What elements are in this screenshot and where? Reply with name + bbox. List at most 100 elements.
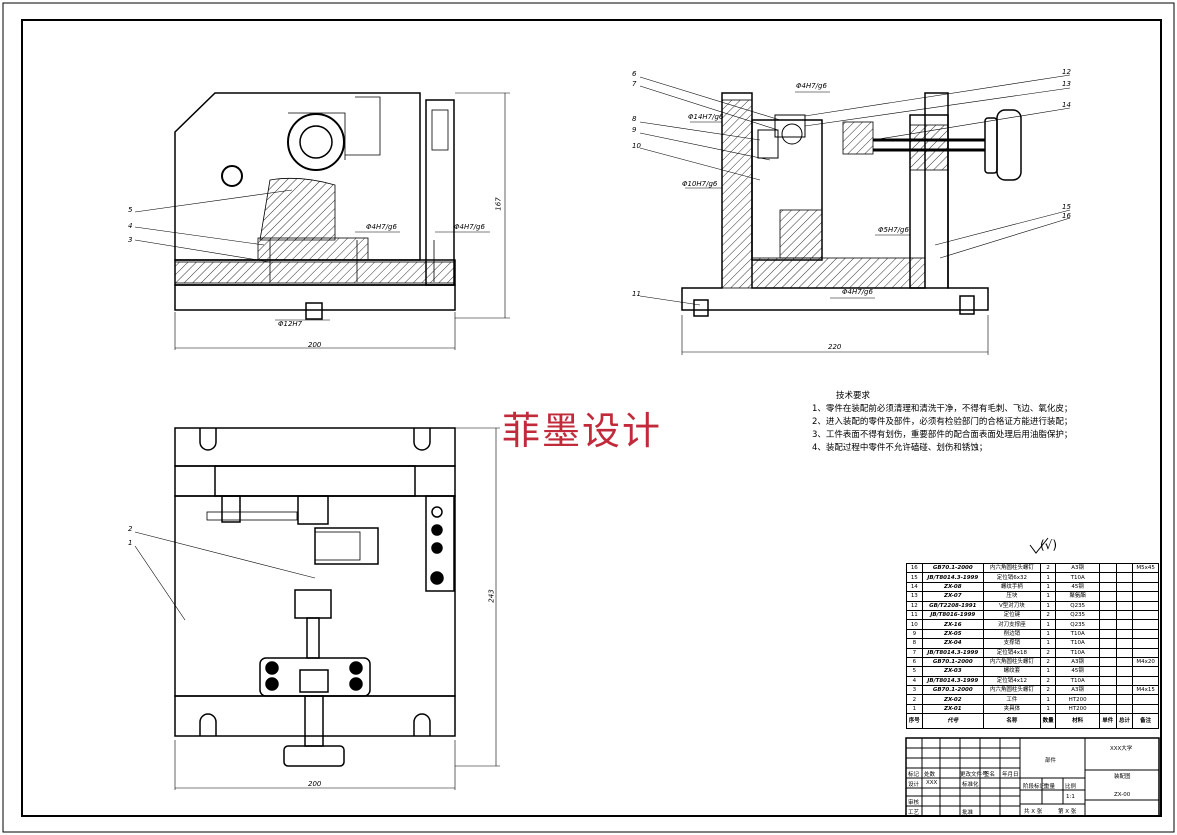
bom-cell: 1 [1039, 703, 1057, 715]
bom-cell: M4x20 [1132, 656, 1159, 668]
bom-cell: 材料 [1055, 713, 1100, 730]
bom-cell: 2 [1039, 685, 1057, 696]
bom-cell: 8 [906, 638, 923, 649]
date-label: 年月日 [1002, 772, 1019, 778]
sheet-number: 第 X 张 [1058, 809, 1077, 815]
bom-cell: T10A [1055, 675, 1100, 687]
bom-cell [1115, 581, 1134, 593]
fit-front-1: Φ4H7/g6 [366, 223, 397, 231]
bom-cell: 代号 [921, 713, 984, 730]
label-1: 1 [128, 539, 133, 547]
bom-cell: T10A [1055, 647, 1100, 658]
file-label: 更改文件号 [960, 772, 988, 778]
bom-cell: 2 [1039, 609, 1057, 621]
bom-cell: JB/T8016-1999 [921, 609, 984, 621]
front-view-dims [134, 92, 510, 350]
bom-cell [1115, 619, 1134, 630]
bom-cell: 5 [906, 666, 923, 677]
bom-cell [1098, 694, 1117, 705]
fit-side-top: Φ4H7/g6 [796, 82, 827, 90]
bom-cell [1132, 628, 1159, 640]
bom-cell [1098, 609, 1117, 621]
bom-cell: ZX-01 [921, 703, 984, 715]
bom-cell: 2 [906, 694, 923, 705]
label-8: 8 [632, 115, 637, 123]
bom-cell: 定位销4x18 [982, 647, 1041, 658]
bom-cell: ZX-03 [921, 666, 984, 677]
bom-cell: 1 [1039, 600, 1057, 611]
label-13: 13 [1062, 80, 1071, 88]
bom-cell: 螺纹手柄 [982, 581, 1041, 593]
bom-cell: Q235 [1055, 619, 1100, 630]
stage-label: 阶段标记 [1023, 784, 1046, 790]
dim-top-height: 243 [487, 589, 496, 603]
bom-cell: 1 [1039, 638, 1057, 649]
bom-cell: 1 [1039, 666, 1057, 677]
bom-cell: 内六角圆柱头螺钉 [982, 685, 1041, 696]
bom-cell: 对刀支撑座 [982, 619, 1041, 630]
roughness-symbol [1029, 537, 1049, 554]
bom-cell [1132, 638, 1159, 649]
bom-cell [1132, 694, 1159, 705]
bom-cell [1115, 600, 1134, 611]
dim-side-width: 220 [828, 343, 842, 351]
bom-cell: 削边销 [982, 628, 1041, 640]
label-12: 12 [1062, 68, 1071, 76]
bom-cell: A3钢 [1055, 562, 1100, 574]
bom-cell: 45钢 [1055, 666, 1100, 677]
bom-cell [1132, 647, 1159, 658]
label-16: 16 [1062, 212, 1071, 220]
mark-label: 标记 [908, 772, 920, 778]
bom-cell: 备注 [1132, 713, 1159, 730]
label-14: 14 [1062, 101, 1071, 109]
fit-front-2: Φ4H7/g6 [454, 223, 485, 231]
bom-cell [1098, 562, 1117, 574]
bom-cell: ZX-16 [921, 619, 984, 630]
bom-cell: 工件 [982, 694, 1041, 705]
label-10: 10 [632, 142, 641, 150]
bom-cell: 1 [1039, 581, 1057, 593]
tech-line-2: 2、进入装配的零件及部件，必须有检验部门的合格证方能进行装配； [812, 417, 1073, 427]
bom-cell: 螺纹套 [982, 666, 1041, 677]
bom-cell: 13 [906, 591, 923, 602]
bom-cell: 单件 [1098, 713, 1117, 730]
bom-cell: ZX-07 [921, 591, 984, 602]
design-label: 设计 [908, 782, 920, 788]
bom-cell: Q235 [1055, 600, 1100, 611]
bom-cell: 1 [1039, 694, 1057, 705]
fit-side-r: Φ5H7/g6 [878, 226, 909, 234]
bom-cell [1098, 685, 1117, 696]
bom-cell: 16 [906, 562, 923, 574]
bom-cell [1098, 666, 1117, 677]
label-3: 3 [128, 236, 133, 244]
tech-line-1: 1、零件在装配前必须清理和清洗干净，不得有毛刺、飞边、氧化皮； [812, 404, 1073, 414]
part-name: 装配图 [1114, 774, 1131, 780]
title-block-frame [905, 737, 1160, 817]
watermark: 菲墨设计 [502, 409, 663, 453]
bom-cell: 7 [906, 647, 923, 658]
bom-cell [1115, 675, 1134, 687]
check-label: 审核 [908, 800, 920, 806]
bom-cell: 内六角圆柱头螺钉 [982, 656, 1041, 668]
bom-cell: GB70.1-2000 [921, 685, 984, 696]
dim-front-height: 167 [494, 197, 503, 211]
fit-side-l1: Φ14H7/g6 [688, 113, 724, 121]
bom-cell: 定位销6x32 [982, 572, 1041, 583]
bom-cell [1098, 656, 1117, 668]
bom-cell [1132, 609, 1159, 621]
bom-cell [1098, 619, 1117, 630]
bom-cell: A3钢 [1055, 685, 1100, 696]
bom-cell: M4x15 [1132, 685, 1159, 696]
bom-cell: 2 [1039, 675, 1057, 687]
bom-cell: GB70.1-2000 [921, 562, 984, 574]
top-view [174, 427, 456, 767]
bom-cell: 序号 [906, 713, 923, 730]
scale-value: 1:1 [1066, 794, 1075, 800]
